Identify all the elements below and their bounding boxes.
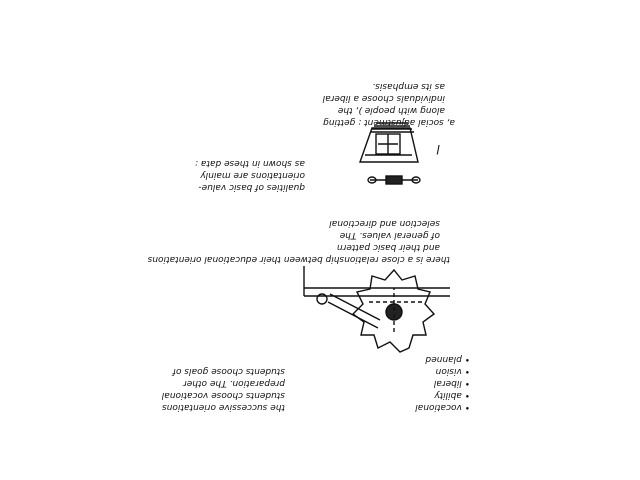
notes-bottom-right-block: the successive orientations students cho… xyxy=(161,366,286,412)
bullet-item: • vocational xyxy=(415,402,470,412)
long-line-3: of general values. The xyxy=(339,230,440,240)
bullet-list: • vocational • ability • liberal • visio… xyxy=(415,354,470,412)
bullet-item: • vision xyxy=(435,366,470,376)
notes-middle-block: qualities of basic value- orientations a… xyxy=(195,158,305,192)
long-line-4: selection and directional xyxy=(329,218,440,228)
middle-line-3: as shown in these data : xyxy=(195,158,305,168)
long-line-2: and their basic pattern xyxy=(337,242,440,252)
top-line-4: as its emphasis. xyxy=(372,81,445,91)
rotated-sketch: a, social adjustment : getting along wit… xyxy=(147,81,470,412)
bottom-line-3: preparation. The other xyxy=(182,378,286,388)
book-stand-icon xyxy=(360,123,420,184)
bullet-item: • ability xyxy=(434,390,470,400)
bottom-line-4: students choose goals of xyxy=(171,366,285,376)
circular-saw-icon xyxy=(304,266,450,352)
bottom-line-2: students choose vocational xyxy=(161,390,285,400)
notes-top-block: a, social adjustment : getting along wit… xyxy=(322,81,455,127)
top-line-2: along with people ), the xyxy=(337,105,445,115)
middle-line-1: qualities of basic value- xyxy=(198,182,305,192)
middle-line-2: orientations are mainly xyxy=(200,170,305,180)
top-line-3: individuals choose a liberal xyxy=(322,93,445,103)
bottom-line-1: the successive orientations xyxy=(162,402,285,412)
side-mark: l xyxy=(436,142,440,156)
bullet-item: • liberal xyxy=(433,378,470,388)
bullet-item: • planned xyxy=(425,354,470,364)
long-line-1: there is a close relationship between th… xyxy=(147,254,450,264)
notes-long-block: there is a close relationship between th… xyxy=(147,218,450,264)
